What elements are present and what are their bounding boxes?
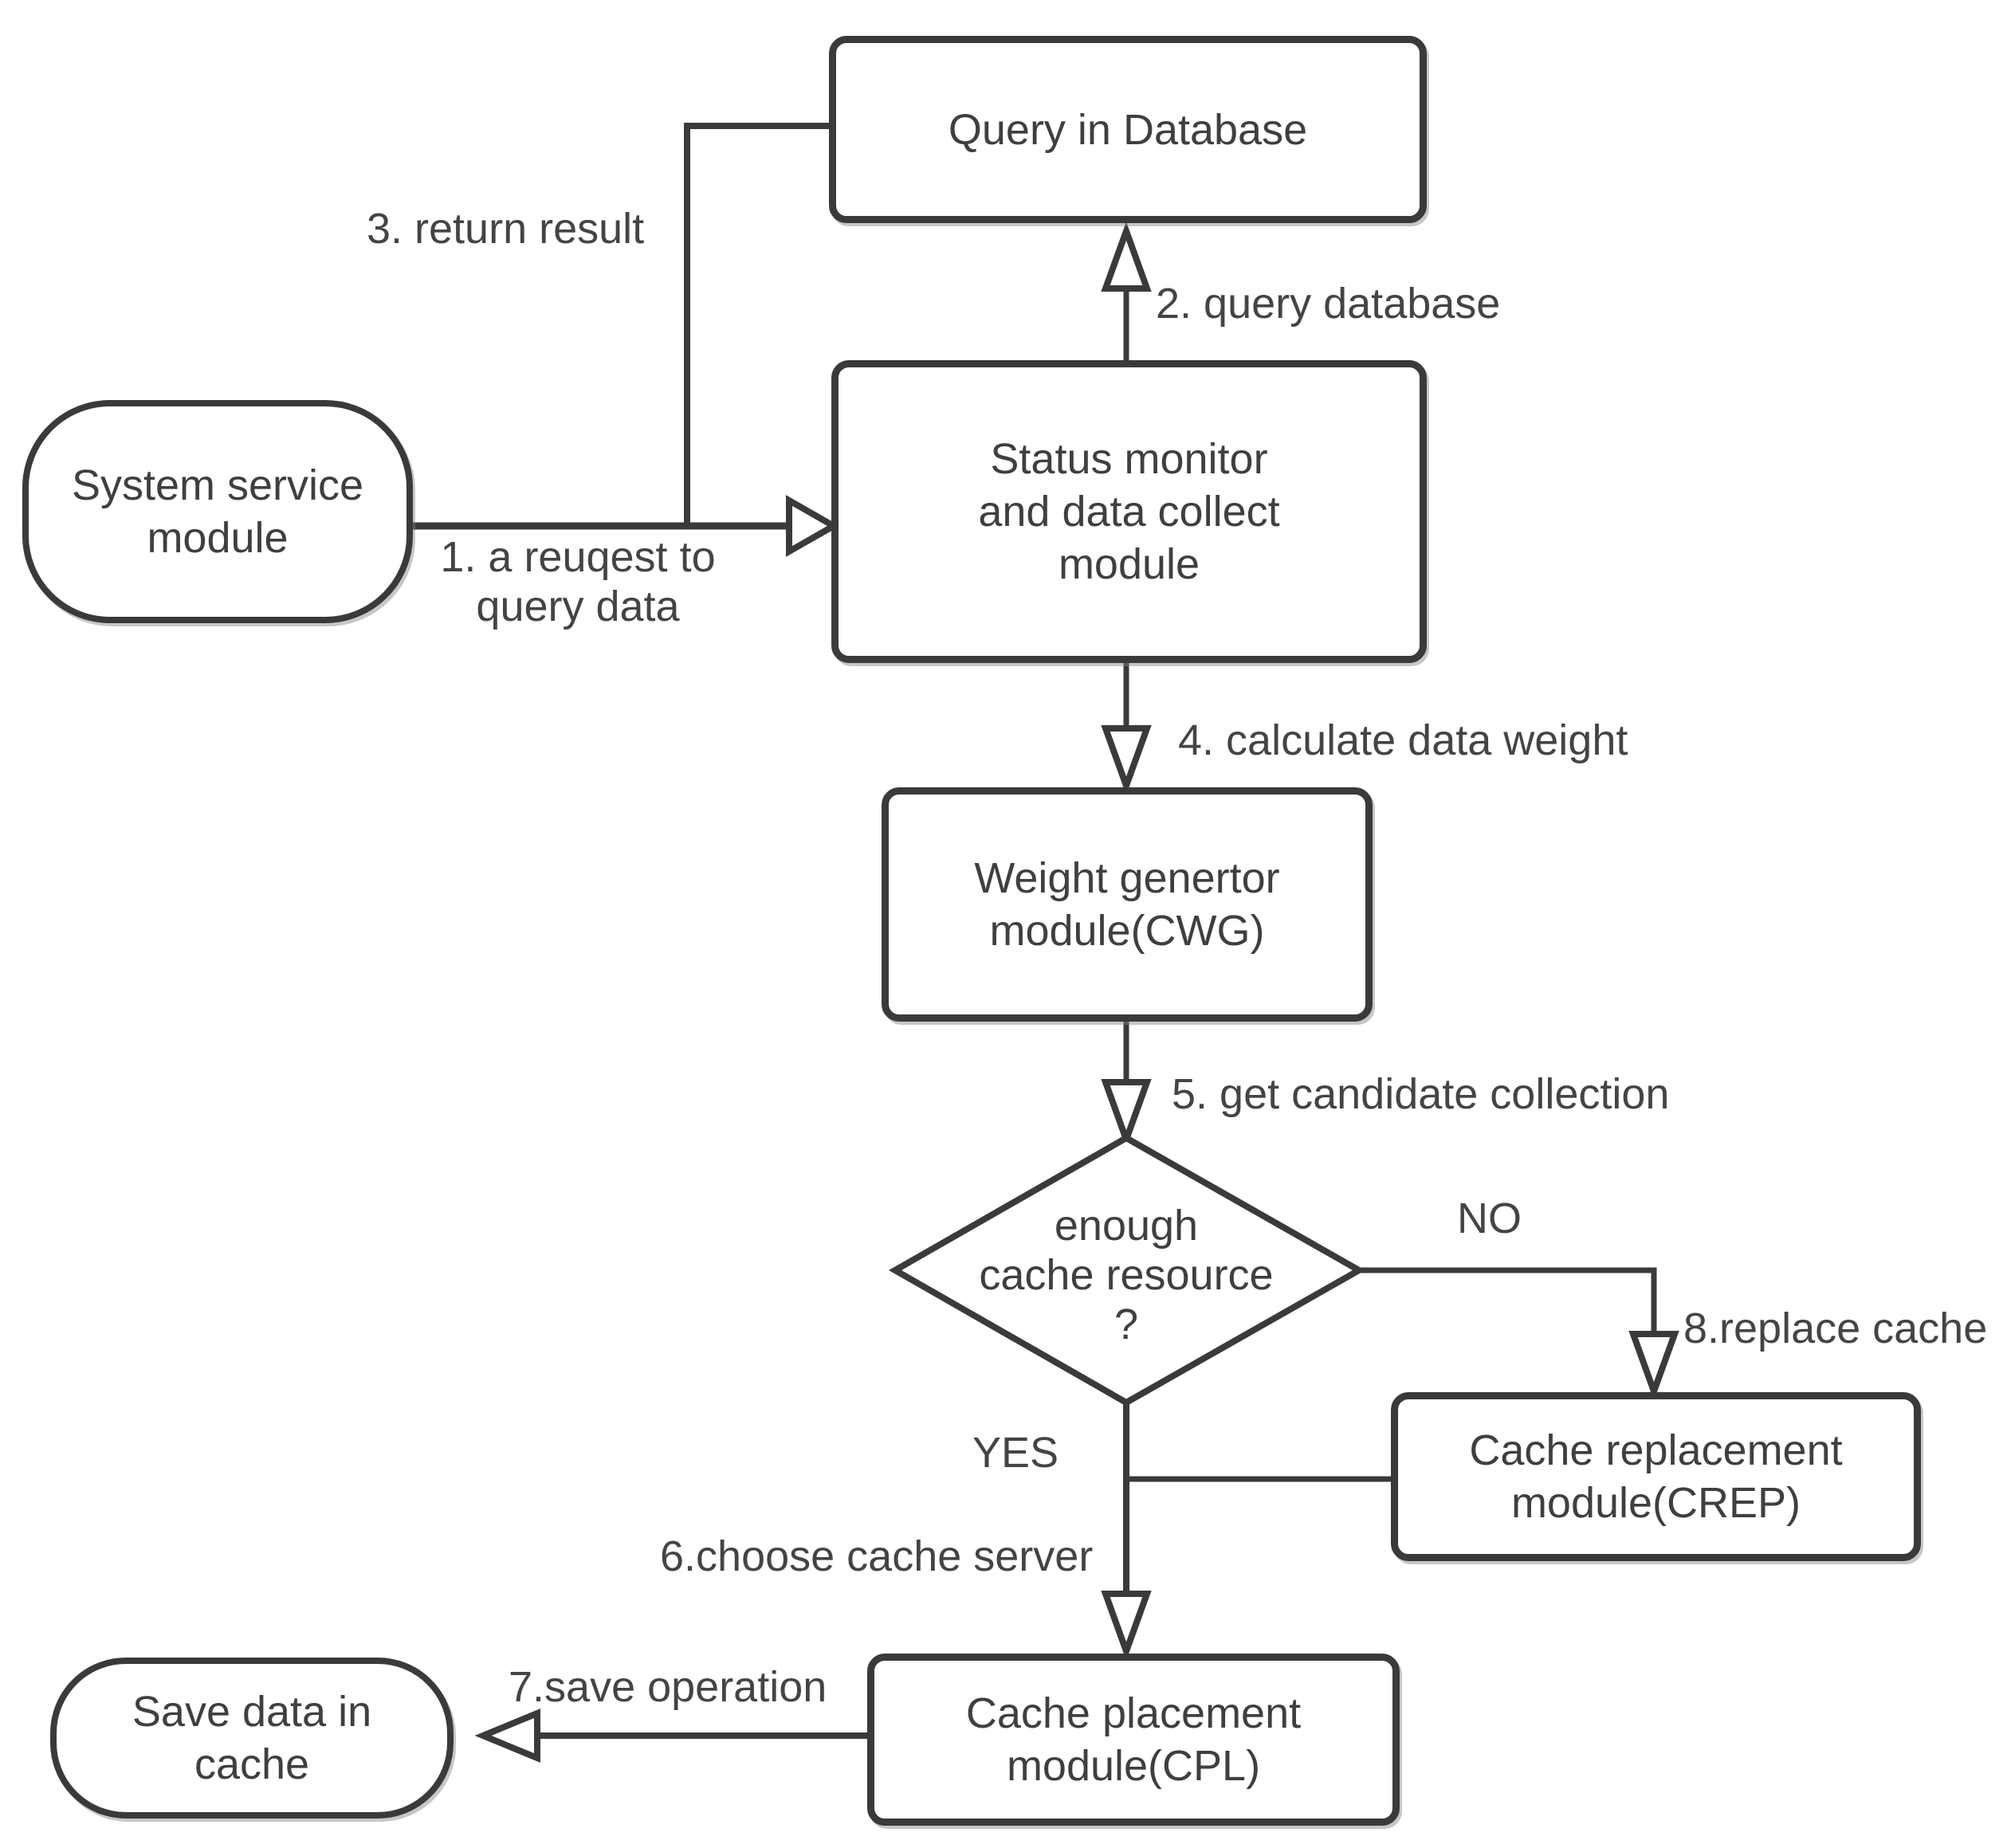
- node-weight-generator-label: Weight genertor module(CWG): [974, 854, 1280, 955]
- edge-label-yes: YES: [972, 1429, 1059, 1477]
- edge-label-4-calculate-data-weight: 4. calculate data weight: [1178, 716, 1628, 764]
- edge-label-6-choose-cache-server: 6.choose cache server: [660, 1532, 1094, 1580]
- edge-2-arrowhead: [1101, 222, 1152, 292]
- node-system-service-label: System service module: [71, 461, 364, 562]
- node-status-monitor-module: Status monitor and data collect module: [831, 360, 1427, 663]
- node-cache-replacement-module: Cache replacement module(CREP): [1391, 1392, 1921, 1561]
- node-query-db-label: Query in Database: [948, 105, 1308, 154]
- node-cache-placement-module: Cache placement module(CPL): [867, 1654, 1400, 1826]
- node-cache-placement-label: Cache placement module(CPL): [965, 1689, 1302, 1790]
- edge-4-arrowhead: [1101, 725, 1152, 795]
- edge-label-2-query-database: 2. query database: [1156, 280, 1501, 328]
- node-save-cache-label: Save data in cache: [132, 1688, 372, 1788]
- node-weight-generator-module: Weight genertor module(CWG): [882, 787, 1373, 1022]
- edge-label-no: NO: [1457, 1195, 1522, 1242]
- edge-5-arrowhead: [1101, 1079, 1152, 1149]
- node-cache-replacement-label: Cache replacement module(CREP): [1469, 1426, 1843, 1527]
- decision-diamond-shape: [888, 1134, 1366, 1407]
- node-query-in-database: Query in Database: [829, 36, 1427, 223]
- edge-no-replace-cache-line: [1357, 1267, 1657, 1336]
- edge-3-return-result-line: [684, 123, 832, 526]
- node-status-monitor-label: Status monitor and data collect module: [978, 435, 1280, 588]
- edge-1-arrowhead: [786, 495, 841, 557]
- node-decision-enough-cache-resource: enough cache resource ?: [927, 1179, 1326, 1371]
- node-save-data-in-cache: Save data in cache: [50, 1658, 454, 1819]
- node-decision-label: enough cache resource ?: [979, 1202, 1274, 1348]
- edge-label-3-return-result: 3. return result: [367, 205, 645, 253]
- edge-no-arrowhead: [1628, 1331, 1679, 1401]
- node-system-service-module: System service module: [22, 400, 413, 623]
- edge-7-arrowhead: [474, 1709, 540, 1763]
- edge-label-1-request-to-query-data: 1. a reuqest to query data: [440, 533, 716, 630]
- edge-label-8-replace-cache: 8.replace cache: [1683, 1305, 1988, 1352]
- edge-label-5-get-candidate-collection: 5. get candidate collection: [1172, 1070, 1670, 1118]
- edge-yes-arrowhead: [1101, 1591, 1152, 1661]
- edge-label-7-save-operation: 7.save operation: [509, 1663, 827, 1711]
